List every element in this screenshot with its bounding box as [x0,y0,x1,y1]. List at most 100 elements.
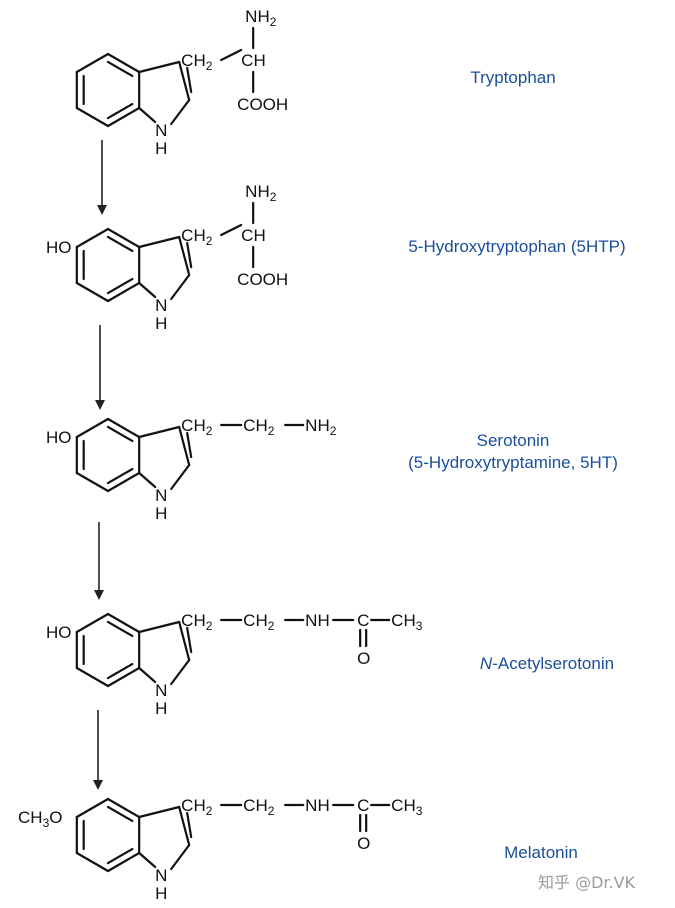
carbonyl-oxygen: O [357,834,370,853]
side-chain-bond [220,48,243,62]
pyrrole-bond [138,666,157,684]
methoxy-group: CH3O [18,808,62,830]
pyrrole-double-bond [186,241,193,269]
pyrrole-bond [138,425,181,439]
benzene-bond [106,851,141,873]
indole-h: H [155,314,167,333]
alpha-carbon: CH [241,51,266,70]
benzene-double-bond [106,467,134,485]
terminal-amine: NH2 [305,416,337,438]
pyrrole-bond [170,658,191,686]
indole-h: H [155,699,167,718]
reaction-arrow-3 [94,522,104,600]
structure-3: NH HO CH2 CH2 NH2 [46,416,337,523]
carbonyl-carbon: C [357,796,369,815]
hydroxy-group: HO [46,428,72,447]
ch2-group: CH2 [181,611,213,633]
arrow-head [97,205,107,215]
benzene-double-bond [106,102,134,120]
side-chain-bond [220,223,243,237]
arrow-head [95,400,105,410]
pyrrole-bond [138,851,157,869]
reaction-arrow-1 [97,140,107,215]
pyrrole-bond [170,98,191,126]
amino-group: NH2 [245,182,277,204]
benzene-bond [75,52,110,74]
benzene-bond [75,612,110,634]
pyrrole-bond [170,273,191,301]
watermark: 知乎 @Dr.VK [538,873,636,892]
indole-n: N [155,866,167,885]
pyrrole-double-bond [186,626,193,654]
ch2-group: CH2 [181,51,213,73]
indole-h: H [155,139,167,158]
indole-n: N [155,681,167,700]
ch2-group: CH2 [181,796,213,818]
benzene-bond [75,797,110,819]
pyrrole-bond [138,106,157,124]
indole-h: H [155,884,167,903]
pyrrole-double-bond [186,811,193,839]
arrow-head [94,590,104,600]
compound-name-4: N-Acetylserotonin [397,653,675,675]
carboxyl-group: COOH [237,95,288,114]
pyrrole-bond [178,620,191,662]
pyrrole-bond [138,805,181,819]
ch2-group-2: CH2 [243,416,275,438]
pyrrole-bond [178,805,191,847]
benzene-bond [75,417,110,439]
benzene-double-bond [106,425,134,443]
pyrrole-bond [138,620,181,634]
reaction-arrow-2 [95,325,105,410]
pyrrole-bond [178,425,191,467]
compound-name-3: Serotonin(5-Hydroxytryptamine, 5HT) [363,430,663,474]
indole-n: N [155,486,167,505]
benzene-bond [75,227,110,249]
benzene-bond [106,417,141,439]
name-prefix: N [479,654,493,673]
methyl-group: CH3 [391,796,423,818]
benzene-bond [106,612,141,634]
indole-n: N [155,296,167,315]
ch2-group-2: CH2 [243,796,275,818]
benzene-bond [75,106,110,128]
alpha-carbon: CH [241,226,266,245]
benzene-bond [106,281,141,303]
pyrrole-bond [170,843,191,871]
pyrrole-bond [138,471,157,489]
amino-group: NH2 [245,7,277,29]
benzene-bond [106,666,141,688]
pyrrole-bond [138,60,181,74]
benzene-bond [106,52,141,74]
benzene-double-bond [106,60,134,78]
hydroxy-group: HO [46,623,72,642]
indole-h: H [155,504,167,523]
amide-nh: NH [305,796,330,815]
benzene-bond [75,666,110,688]
benzene-bond [75,851,110,873]
name-text: Tryptophan [470,68,556,87]
ch2-group: CH2 [181,416,213,438]
compound-name-5: Melatonin [391,842,675,864]
methyl-group: CH3 [391,611,423,633]
benzene-bond [106,471,141,493]
benzene-double-bond [106,235,134,253]
compound-name-1: Tryptophan [363,67,663,89]
benzene-double-bond [106,662,134,680]
name-text: Serotonin [476,431,550,450]
benzene-double-bond [106,847,134,865]
benzene-double-bond [106,620,134,638]
carboxyl-group: COOH [237,270,288,289]
name-text: 5-Hydroxytryptophan (5HTP) [408,237,626,256]
benzene-double-bond [106,805,134,823]
benzene-bond [106,106,141,128]
carbonyl-carbon: C [357,611,369,630]
ch2-group-2: CH2 [243,611,275,633]
pyrrole-bond [138,281,157,299]
pyrrole-double-bond [186,66,193,94]
